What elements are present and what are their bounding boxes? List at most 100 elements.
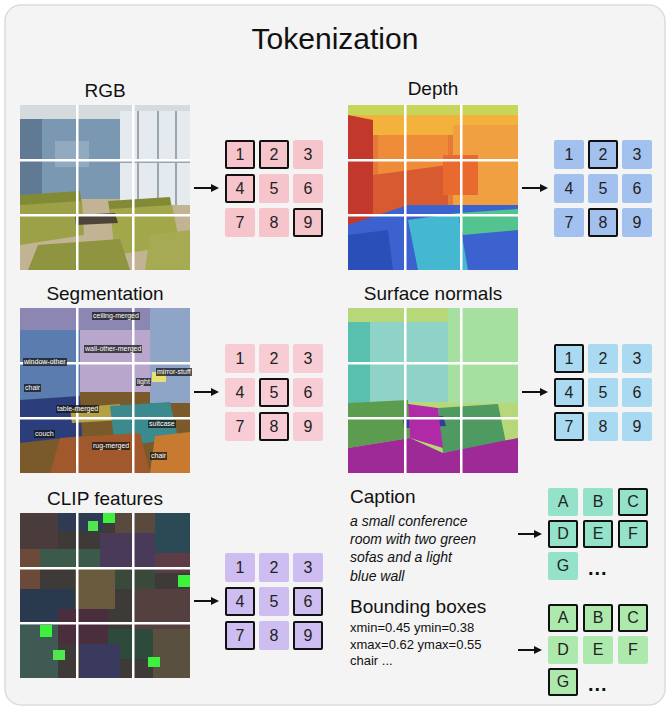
rgb-image bbox=[120, 111, 190, 205]
ellipsis: ... bbox=[588, 558, 608, 578]
rgb-image bbox=[175, 111, 177, 205]
token-label: G bbox=[557, 557, 569, 575]
token-label: 2 bbox=[270, 350, 279, 368]
segmentation-image bbox=[50, 433, 150, 473]
caption-text: a small conference room with two green s… bbox=[350, 512, 482, 585]
bbox-token: D bbox=[548, 636, 578, 664]
tokenize-arrow bbox=[518, 533, 540, 535]
depth-token: 2 bbox=[588, 140, 618, 169]
rgb-token: 5 bbox=[259, 174, 289, 203]
tokenize-arrow bbox=[194, 188, 546, 650]
card-background bbox=[5, 5, 665, 705]
tokenize-arrow bbox=[194, 187, 217, 189]
depth-token: 7 bbox=[554, 208, 584, 237]
normals-image bbox=[348, 308, 518, 473]
normals-image bbox=[348, 322, 370, 414]
rgb-token: 2 bbox=[259, 140, 289, 169]
normals-image bbox=[404, 308, 407, 473]
clip-token: 2 bbox=[259, 553, 289, 582]
tokenize-arrow bbox=[522, 187, 546, 189]
token-label: 6 bbox=[304, 180, 313, 198]
token-label: 1 bbox=[236, 146, 245, 164]
rgb-image bbox=[20, 214, 190, 217]
depth-image bbox=[460, 105, 463, 270]
token-label: 3 bbox=[633, 146, 642, 164]
token-label: 7 bbox=[236, 418, 245, 436]
token-label: 5 bbox=[270, 593, 279, 611]
token-label: 9 bbox=[304, 418, 313, 436]
clip-feature-image bbox=[88, 521, 98, 531]
normals-token: 4 bbox=[554, 378, 584, 407]
depth-image bbox=[348, 205, 518, 270]
caption-token: C bbox=[618, 488, 648, 516]
segmentation-token: 8 bbox=[259, 412, 289, 441]
depth-image bbox=[404, 105, 407, 270]
bbox-token: F bbox=[618, 636, 648, 664]
token-label: 2 bbox=[599, 146, 608, 164]
segmentation-token: 3 bbox=[293, 344, 323, 373]
token-label: B bbox=[593, 493, 604, 511]
segmentation-token: 5 bbox=[259, 378, 289, 407]
clip-feature-image bbox=[40, 549, 100, 569]
clip-feature-image bbox=[178, 575, 190, 587]
clip-feature-image bbox=[20, 567, 190, 570]
token-label: 7 bbox=[236, 627, 245, 645]
segmentation-token: 7 bbox=[225, 412, 255, 441]
token-label: 8 bbox=[599, 418, 608, 436]
caption-token: B bbox=[583, 488, 613, 516]
depth-image bbox=[348, 115, 373, 235]
segment-class: chair bbox=[150, 452, 167, 460]
clip-feature-image bbox=[20, 513, 190, 678]
segment-class: window-other bbox=[23, 358, 67, 366]
segment-class: rug-merged bbox=[92, 442, 130, 450]
token-label: 4 bbox=[236, 384, 245, 402]
segment-class: ceiling-merged bbox=[92, 312, 140, 320]
depth-token: 9 bbox=[622, 208, 652, 237]
normals-token: 7 bbox=[554, 412, 584, 441]
depth-token: 6 bbox=[622, 174, 652, 203]
token-label: D bbox=[557, 525, 569, 543]
clip-feature-image bbox=[20, 513, 190, 678]
token-label: C bbox=[627, 609, 639, 627]
depth-token: 8 bbox=[588, 208, 618, 237]
token-label: 3 bbox=[633, 350, 642, 368]
caption-token: F bbox=[618, 520, 648, 548]
segmentation-token: 1 bbox=[225, 344, 255, 373]
clip-feature-image bbox=[20, 513, 58, 549]
rgb-image bbox=[55, 141, 89, 167]
token-label: 6 bbox=[633, 180, 642, 198]
token-label: 4 bbox=[236, 593, 245, 611]
bbox-token: C bbox=[618, 604, 648, 632]
segmentation-image bbox=[20, 308, 190, 473]
depth-image bbox=[458, 209, 518, 235]
normals-image bbox=[348, 362, 518, 365]
segment-class: chair bbox=[24, 384, 41, 392]
token-label: 7 bbox=[565, 418, 574, 436]
clip-feature-image bbox=[155, 513, 190, 553]
clip-feature-image bbox=[20, 625, 58, 678]
normals-image bbox=[348, 308, 518, 473]
segment-class: wall-other-merged bbox=[84, 345, 142, 353]
clip-feature-image bbox=[40, 625, 52, 637]
rgb-token: 8 bbox=[259, 208, 289, 237]
tokenize-arrow bbox=[194, 391, 217, 393]
token-label: 4 bbox=[236, 180, 245, 198]
ellipsis: ... bbox=[588, 674, 608, 694]
segmentation-image bbox=[76, 308, 79, 473]
rgb-image bbox=[28, 239, 130, 270]
token-label: 5 bbox=[599, 384, 608, 402]
normals-token: 9 bbox=[622, 412, 652, 441]
clip-feature-image bbox=[80, 644, 120, 678]
rgb-image bbox=[145, 230, 190, 270]
clip-token: 1 bbox=[225, 553, 255, 582]
tokenize-arrow bbox=[518, 649, 540, 651]
card-background bbox=[5, 5, 665, 705]
token-label: 1 bbox=[565, 350, 574, 368]
clip-token: 5 bbox=[259, 587, 289, 616]
token-label: 8 bbox=[270, 214, 279, 232]
rgb-image bbox=[20, 201, 84, 245]
depth-image bbox=[348, 214, 518, 217]
bbox-text: xmin=0.45 ymin=0.38 xmax=0.62 ymax=0.55 … bbox=[350, 620, 500, 670]
token-label: 5 bbox=[270, 384, 279, 402]
token-label: 7 bbox=[565, 214, 574, 232]
